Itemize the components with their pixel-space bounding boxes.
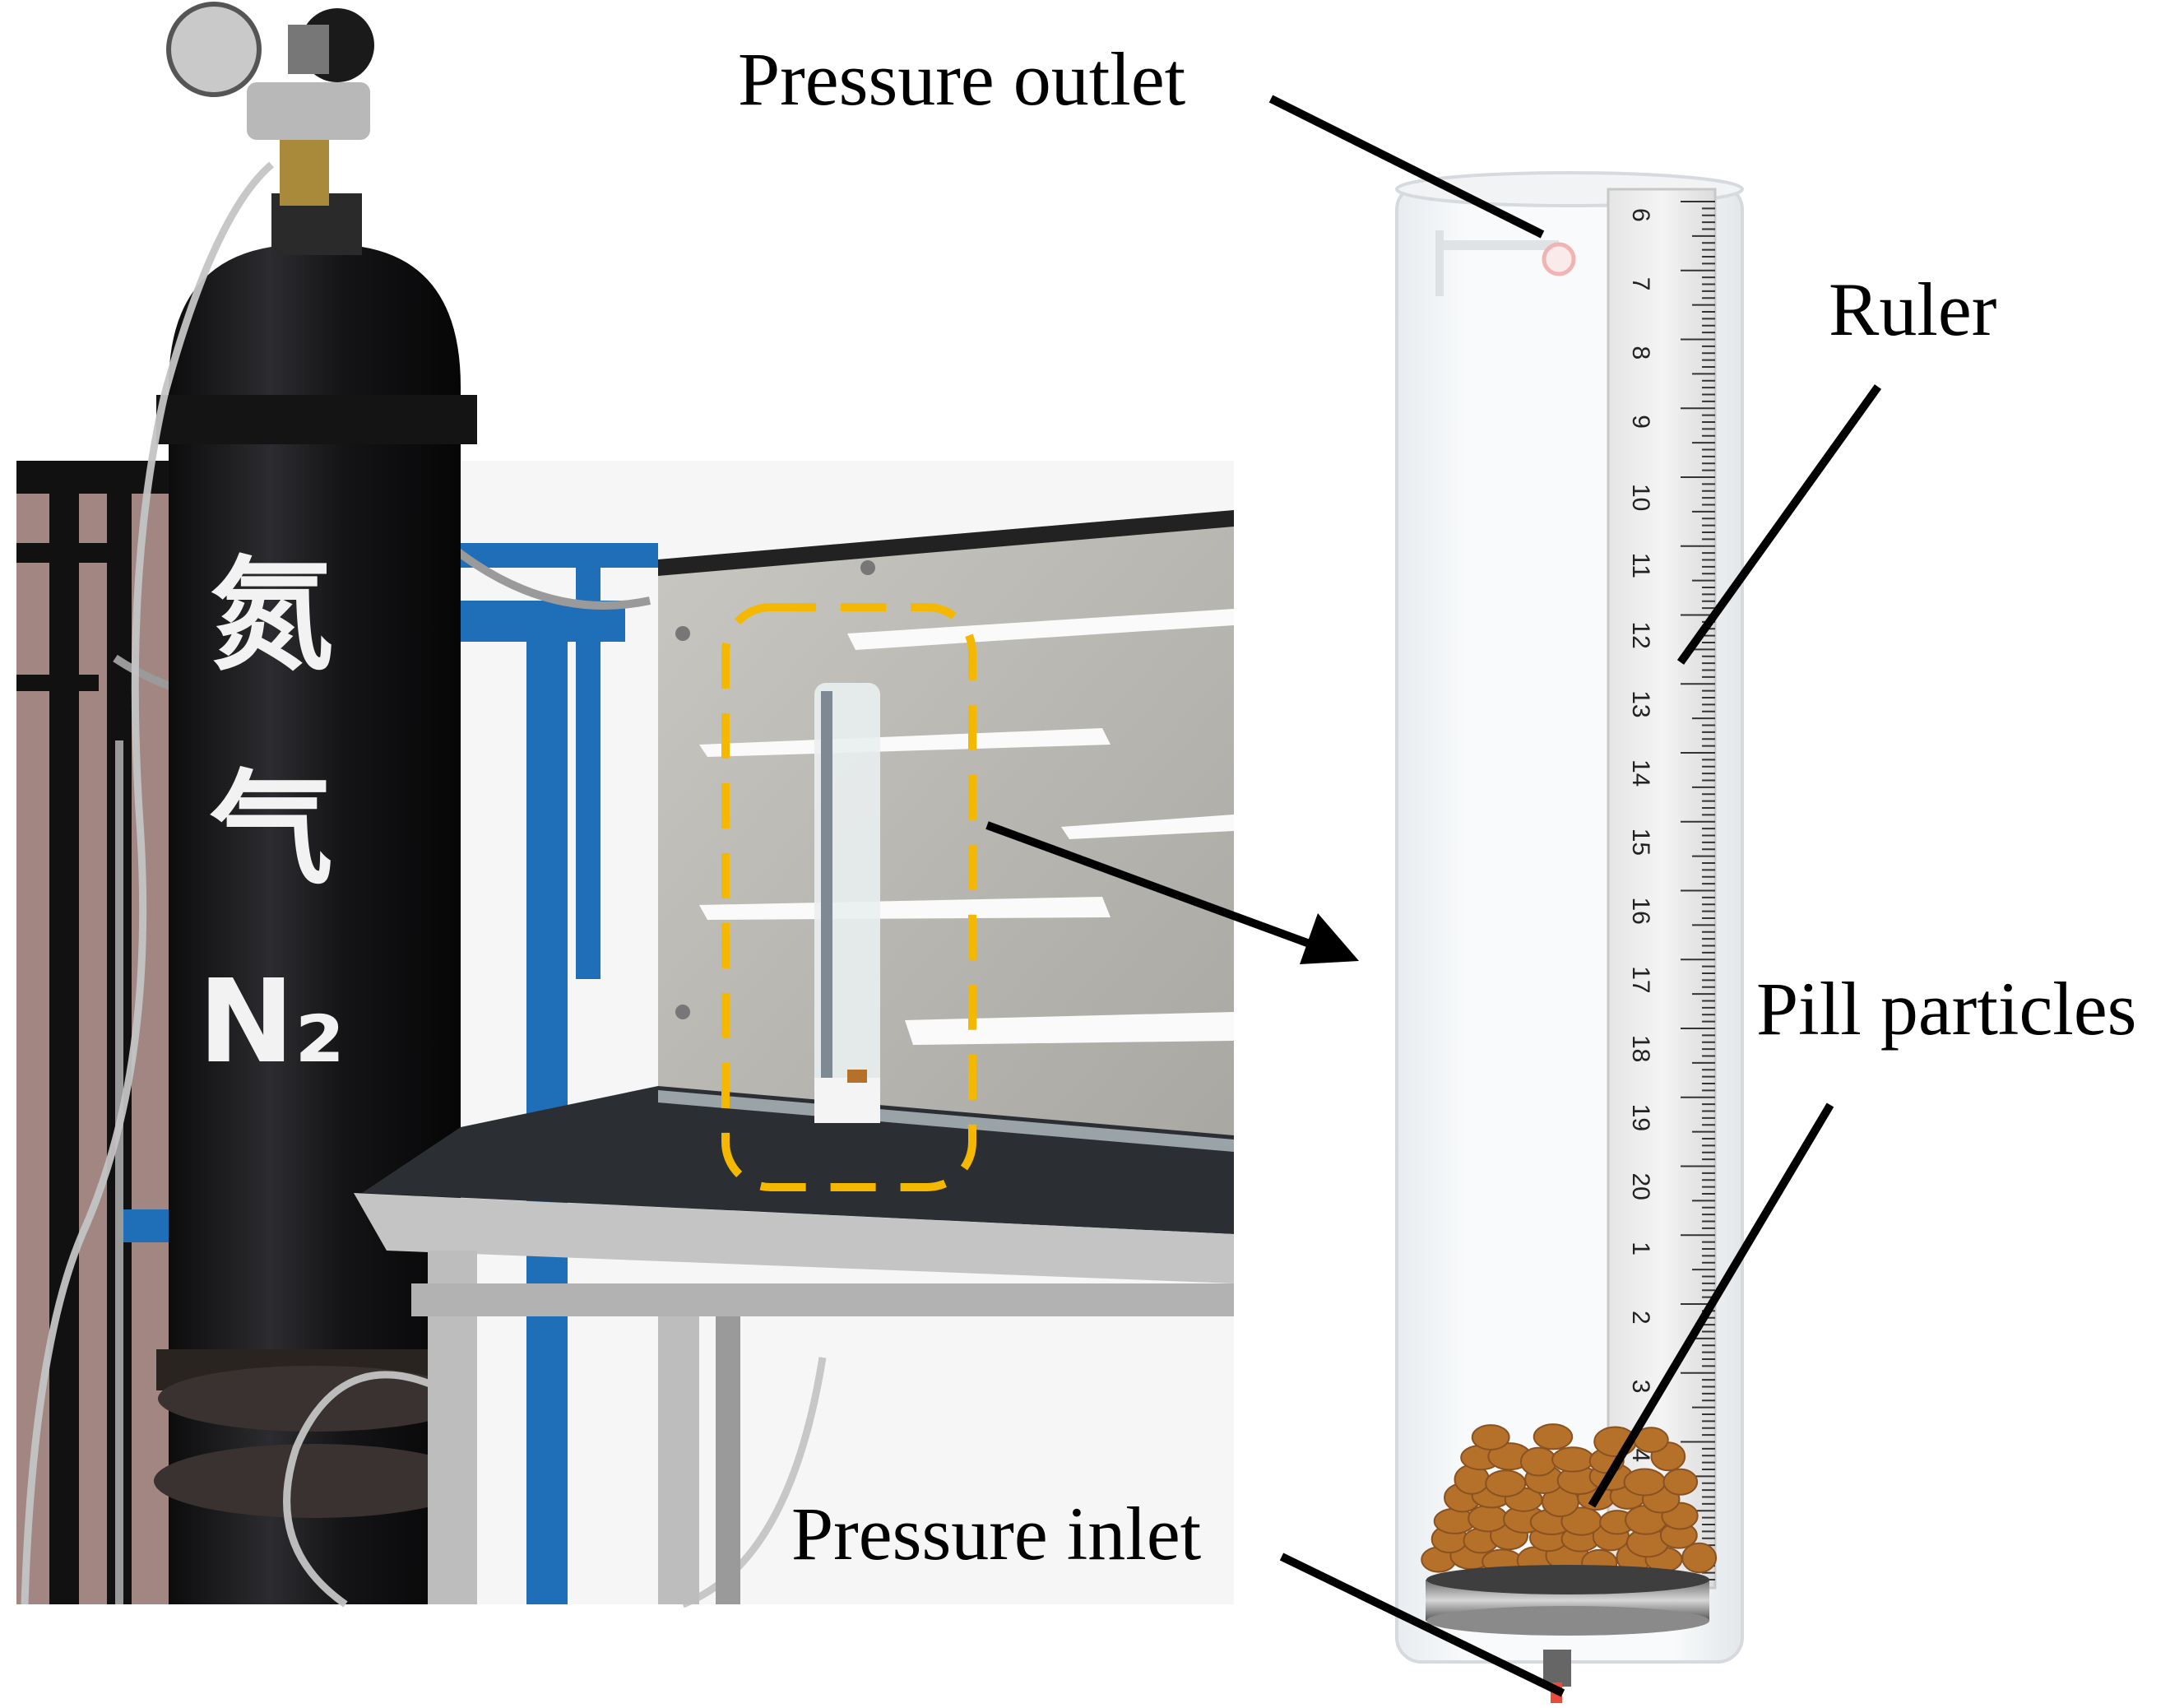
tube-base: [1426, 1565, 1709, 1703]
ruler-number: 9: [1627, 415, 1654, 429]
back-panel: [658, 510, 1234, 1160]
pill-particle: [1485, 1469, 1527, 1497]
pill-particle: [1519, 1446, 1557, 1477]
label-pill-particles: Pill particles: [1756, 967, 2137, 1051]
ruler-number: 3: [1627, 1380, 1654, 1394]
ruler-number: 13: [1627, 690, 1654, 717]
ruler-numbers: 6789101112131415161718192012345: [1627, 208, 1654, 1531]
ruler-number: 11: [1627, 553, 1654, 578]
label-pressure-outlet: Pressure outlet: [738, 37, 1186, 121]
ruler-number: 17: [1627, 966, 1654, 993]
nitrogen-cylinder: 氮 气 N₂: [154, 193, 477, 1604]
ruler-number: 7: [1627, 277, 1654, 291]
label-ruler: Ruler: [1829, 267, 1997, 351]
ruler-number: 14: [1627, 759, 1654, 787]
ruler-number: 12: [1627, 622, 1654, 649]
leader-pressure-inlet: [1279, 1553, 1565, 1697]
ruler: 6789101112131415161718192012345: [1607, 188, 1717, 1590]
highlight-box: [721, 603, 976, 1191]
photo-test-tube: [814, 683, 880, 1123]
ruler-number: 19: [1627, 1104, 1654, 1131]
ruler-number: 10: [1627, 484, 1654, 511]
ruler-number: 6: [1627, 208, 1654, 222]
ruler-number: 1: [1627, 1242, 1654, 1255]
ruler-number: 8: [1627, 346, 1654, 360]
leader-lines: [1268, 95, 1882, 1697]
pill-particle: [1623, 1468, 1667, 1497]
label-pressure-inlet: Pressure inlet: [791, 1492, 1202, 1576]
ruler-number: 16: [1627, 898, 1654, 925]
pill-particle: [1681, 1542, 1718, 1574]
cylinder-text-line1: 氮: [210, 545, 333, 688]
photo-apparatus: 氮 气 N₂: [16, 2, 1234, 1608]
pill-particle: [1533, 1423, 1574, 1450]
leader-pill-particles: [1588, 1102, 1834, 1508]
pressure-regulator: [166, 2, 374, 206]
ruler-number: 18: [1627, 1035, 1654, 1062]
gas-hose: [21, 161, 827, 1608]
cylinder-text-line3: N₂: [198, 955, 345, 1089]
leader-ruler: [1676, 384, 1882, 665]
ruler-number: 15: [1627, 828, 1654, 856]
ruler-tick-marks: [1681, 201, 1715, 1580]
zoom-arrow: [985, 821, 1359, 964]
leader-pressure-outlet: [1268, 95, 1545, 239]
pill-particle: [1662, 1468, 1699, 1496]
outlet-fitting: [1435, 230, 1576, 296]
pill-particle: [1471, 1424, 1510, 1450]
ruler-number: 20: [1627, 1173, 1654, 1200]
pill-particle: [1551, 1446, 1595, 1473]
cylinder-text-line2: 气: [210, 759, 333, 902]
ruler-number: 2: [1627, 1311, 1654, 1325]
pill-particles: [1421, 1423, 1718, 1577]
table-platform: [354, 1086, 1234, 1604]
zoomed-tube-diagram: 6789101112131415161718192012345: [1395, 171, 1744, 1703]
pill-particle: [1468, 1504, 1509, 1533]
